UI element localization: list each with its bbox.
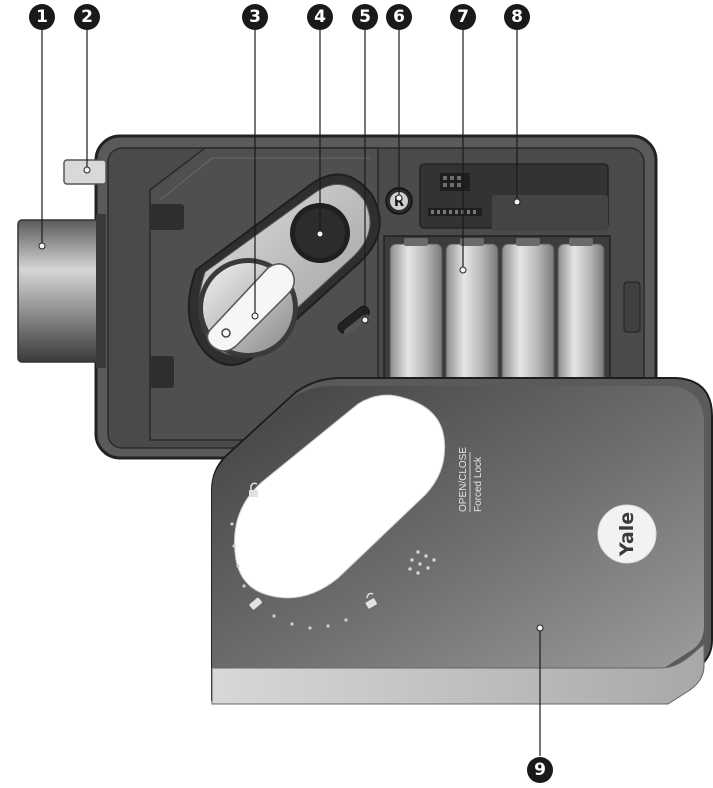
battery-compartment (383, 235, 611, 387)
callout-3: 3 (242, 4, 268, 30)
callout-5-number: 5 (359, 7, 371, 27)
cylinder-cover (17, 214, 106, 368)
brand-badge: Yale (597, 504, 657, 564)
mode-label-forced-lock: Forced Lock (473, 456, 484, 512)
unlock-icon (249, 482, 258, 497)
callout-8: 8 (504, 4, 530, 30)
callout-4: 4 (307, 4, 333, 30)
callout-6: 6 (386, 4, 412, 30)
leader-lines (41, 30, 541, 756)
callout-2: 2 (74, 4, 100, 30)
thumbturn-knob (198, 258, 298, 358)
callout-4-number: 4 (314, 7, 326, 27)
callout-1: 1 (29, 4, 55, 30)
callout-9: 9 (527, 757, 553, 783)
callout-9-number: 9 (534, 760, 546, 780)
reset-letter: R (394, 195, 404, 210)
callout-7: 7 (450, 4, 476, 30)
side-connector (623, 281, 641, 333)
circuit-module (419, 163, 609, 231)
callout-1-number: 1 (36, 7, 48, 27)
callout-7-number: 7 (457, 7, 469, 27)
cover-window (233, 394, 446, 599)
callout-6-number: 6 (393, 7, 405, 27)
leader-endpoints (38, 166, 544, 632)
callout-2-number: 2 (81, 7, 93, 27)
dial-ticks (230, 522, 348, 630)
mode-label-open-close: OPEN/CLOSE (458, 447, 469, 512)
mode-labels: OPEN/CLOSE Forced Lock (458, 447, 484, 512)
battery-icon (249, 597, 262, 610)
speaker-holes (408, 550, 436, 575)
callout-8-number: 8 (511, 7, 523, 27)
callout-5: 5 (352, 4, 378, 30)
lock-icon (365, 592, 377, 609)
callout-3-number: 3 (249, 7, 261, 27)
brand-logo-text: Yale (616, 512, 638, 557)
